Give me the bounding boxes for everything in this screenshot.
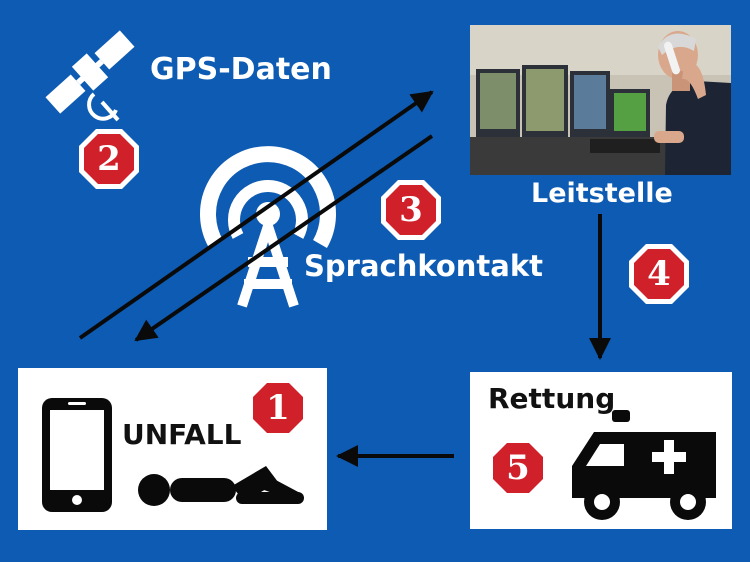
step-number-1: 1 [266,388,290,428]
lying-person-icon [138,466,304,506]
step-badge-4: 4 [627,242,691,306]
gps-data-label: GPS-Daten [150,52,332,87]
accident-label: UNFALL [122,418,242,451]
step-number-5: 5 [506,448,530,488]
dispatch-center-photo [470,25,731,175]
step-badge-2: 2 [77,127,141,191]
step-badge-1: 1 [246,376,310,440]
satellite-icon [45,30,135,122]
step-badge-3: 3 [379,178,443,242]
ambulance-icon [572,410,716,520]
smartphone-icon [42,398,112,512]
rescue-label: Rettung [488,382,616,415]
radio-tower-icon [200,146,336,308]
step-badge-5: 5 [486,436,550,500]
step-number-2: 2 [97,139,121,179]
voice-contact-label: Sprachkontakt [304,249,544,283]
rescue-box: Rettung [470,372,732,529]
step-number-4: 4 [647,254,671,294]
dispatch-label: Leitstelle [531,178,673,209]
step-number-3: 3 [399,190,423,230]
